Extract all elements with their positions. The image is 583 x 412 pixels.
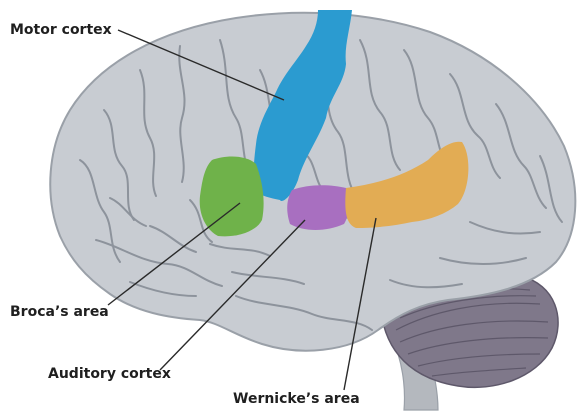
auditory-cortex-region <box>287 185 349 230</box>
wernickes-area-label: Wernicke’s area <box>233 391 360 407</box>
motor-cortex-label: Motor cortex <box>10 22 112 38</box>
brocas-area-region <box>200 157 264 237</box>
brocas-area-label: Broca’s area <box>10 304 109 320</box>
auditory-cortex-label: Auditory cortex <box>48 366 171 382</box>
